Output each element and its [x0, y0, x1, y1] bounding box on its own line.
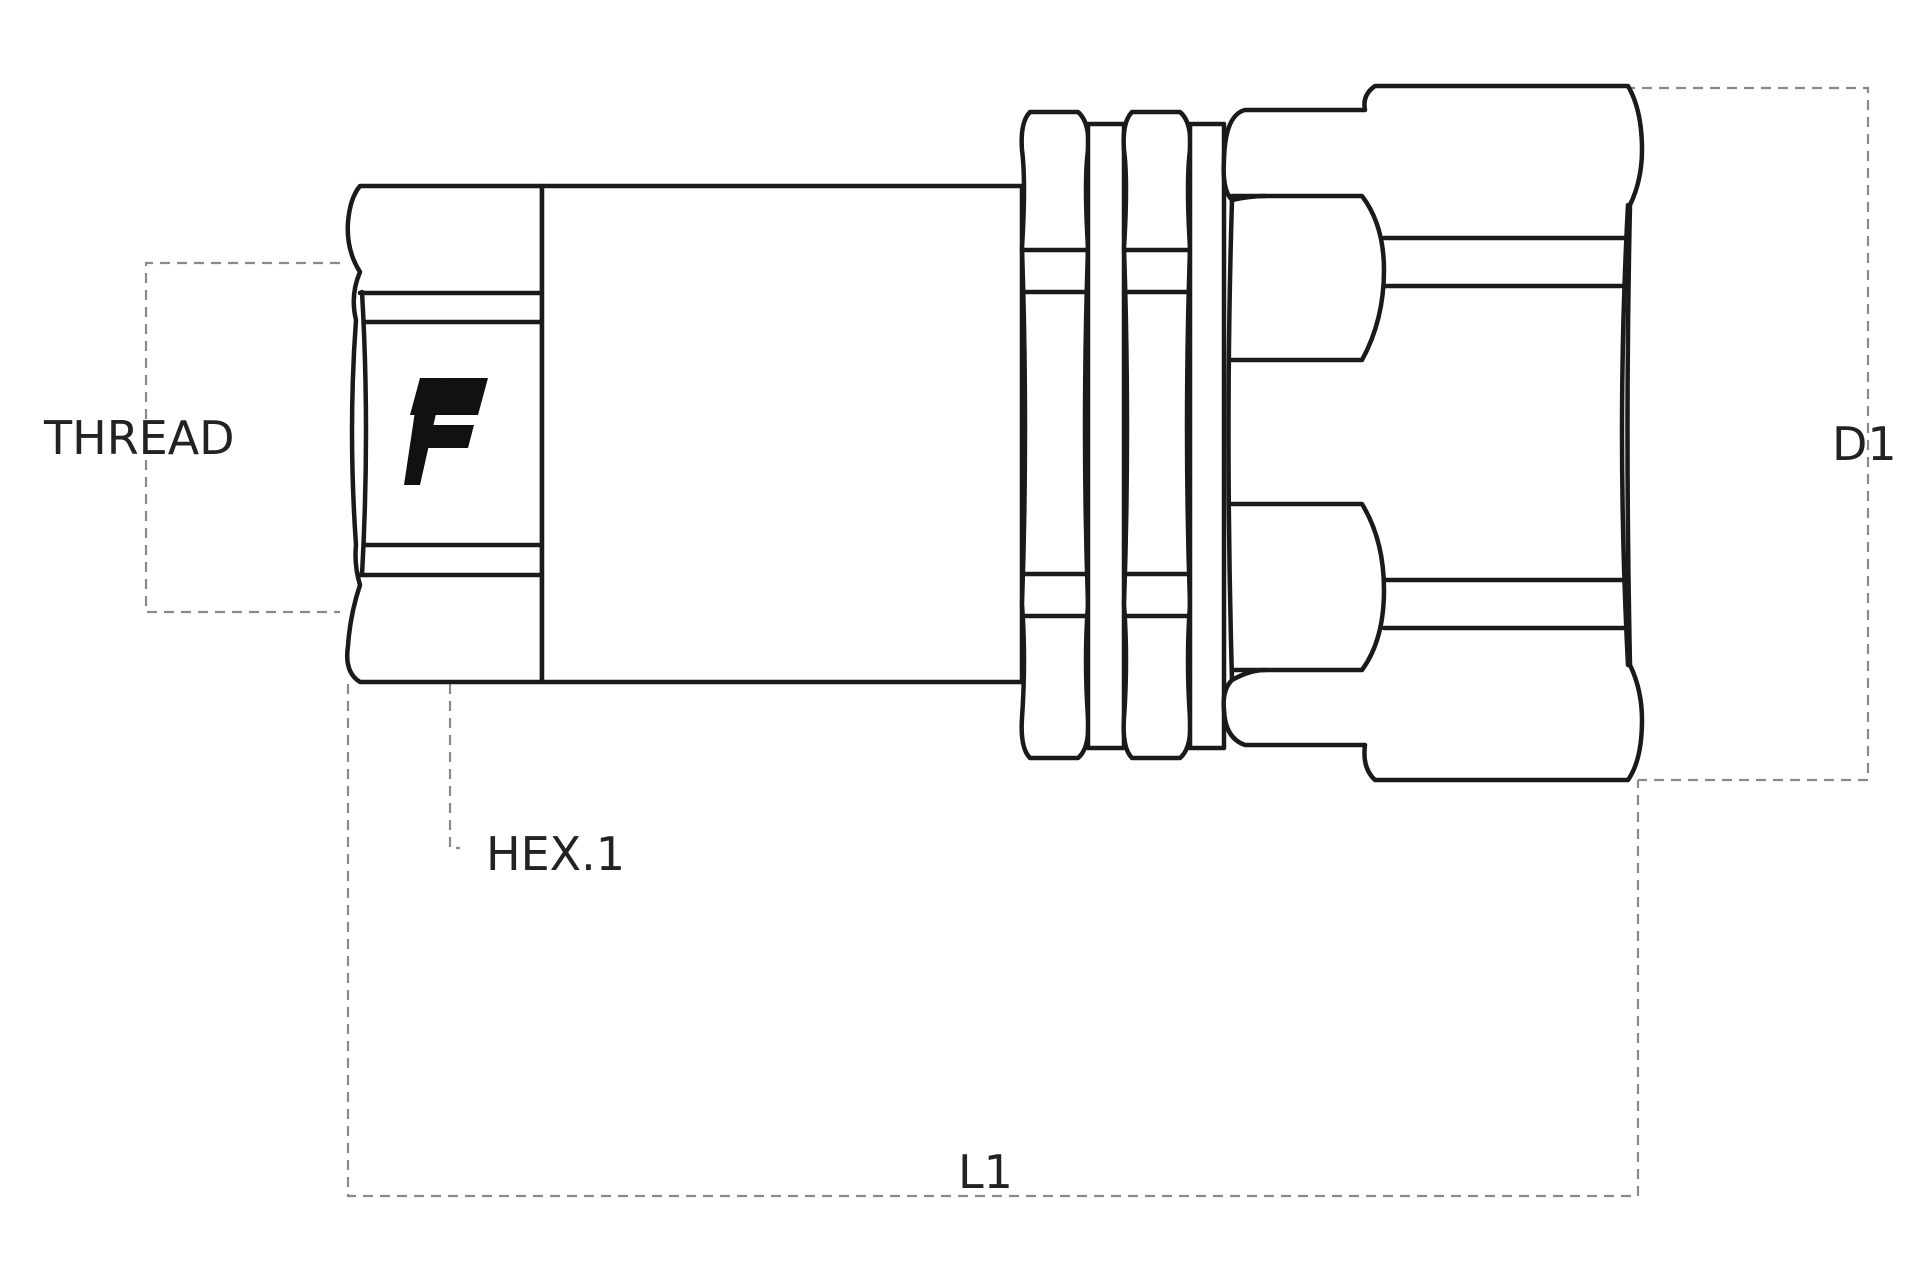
cylinder-rect	[539, 183, 1025, 685]
dimension-lines	[144, 86, 1870, 1198]
collar-gap-1	[1085, 121, 1127, 751]
d1-label: D1	[1832, 417, 1897, 471]
thread-label: THREAD	[43, 411, 235, 465]
nut-lower-step	[1229, 501, 1387, 673]
ring2-outline	[1121, 109, 1193, 761]
brand-logo-icon	[404, 378, 488, 485]
collar-gap-2	[1187, 121, 1227, 751]
collar-ring-2	[1121, 109, 1193, 761]
nut-left-lower-curve	[1229, 667, 1268, 683]
cylinder-body	[539, 183, 1025, 685]
hex1-label: HEX.1	[486, 827, 625, 881]
l1-dimension	[346, 684, 1640, 1198]
nut-upper-step	[1229, 193, 1387, 363]
left-hex-left-flat	[359, 289, 369, 578]
hex1-leader	[448, 684, 460, 850]
logo-f-mid	[418, 425, 474, 448]
ring1-outline	[1019, 109, 1091, 761]
right-hex-nut	[1221, 83, 1645, 783]
right-nut-outline	[1221, 83, 1645, 783]
d1-dimension	[1625, 86, 1870, 782]
l1-label: L1	[958, 1145, 1013, 1199]
nut-left-upper-curve	[1229, 193, 1268, 203]
collar-ring-1	[1019, 109, 1091, 761]
nut-right-edge	[1619, 202, 1631, 668]
